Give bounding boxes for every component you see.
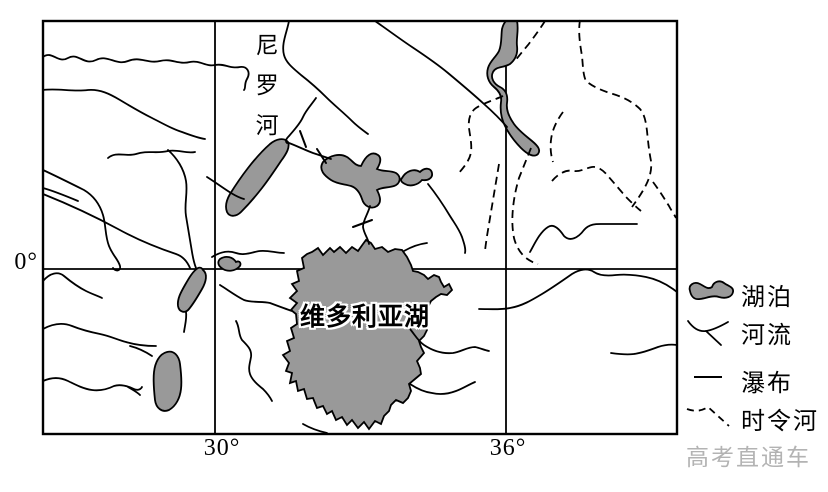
- lakes-layer: [152, 20, 541, 431]
- river: [42, 187, 79, 202]
- equator-label: 0°: [14, 249, 38, 275]
- nile-river-label: 尼罗河: [252, 33, 278, 153]
- seasonal-river: [484, 163, 500, 254]
- legend-label-seasonal-river: 时令河: [741, 409, 819, 435]
- watermark: 高考直通车: [686, 445, 811, 470]
- waterfall-mark: [352, 219, 373, 228]
- lake-george-shape: [217, 255, 242, 272]
- river: [409, 381, 476, 395]
- rivers-layer: [42, 20, 678, 434]
- river: [409, 328, 490, 355]
- seasonal-river: [652, 181, 677, 219]
- river: [42, 377, 143, 392]
- river: [127, 386, 141, 396]
- lake-albert-shape: [225, 138, 290, 217]
- river: [206, 176, 245, 200]
- lake-legend-icon: [688, 280, 734, 301]
- seasonal-river: [578, 19, 653, 208]
- river: [42, 88, 206, 140]
- river-legend-icon: [687, 320, 729, 346]
- river: [403, 242, 428, 252]
- river-nile-to-albert: [285, 97, 317, 144]
- river: [167, 149, 197, 269]
- legend-label-waterfall: 瀑布: [741, 371, 793, 397]
- waterfall-mark: [299, 130, 307, 148]
- meridian-30-label: 30°: [203, 435, 241, 461]
- lake-tanganyika-shape: [152, 350, 183, 412]
- lake-victoria-shape: [281, 238, 454, 431]
- waterfall-mark: [316, 148, 327, 164]
- river: [42, 54, 250, 91]
- river: [219, 284, 293, 312]
- seasonal-rivers-layer: [457, 19, 677, 265]
- river: [374, 20, 508, 128]
- map-frame: [41, 19, 679, 436]
- river: [42, 193, 191, 269]
- river-nile-upper: [282, 20, 369, 135]
- waterfalls-layer: [299, 130, 373, 228]
- river: [302, 423, 328, 434]
- river: [288, 142, 332, 160]
- lake-east-of-kyoga-shape: [400, 167, 434, 187]
- seasonal-river: [514, 20, 546, 62]
- legend-symbols: [686, 280, 734, 427]
- lake-turkana-shape: [486, 20, 541, 157]
- river: [42, 169, 122, 272]
- seasonal-river: [551, 165, 642, 212]
- seasonal-river: [457, 95, 504, 175]
- legend-label-river: 河流: [741, 323, 793, 349]
- lake-victoria-label: 维多利亚湖: [300, 304, 431, 331]
- river: [478, 268, 678, 311]
- river: [183, 311, 188, 333]
- seasonal-river-legend-icon: [686, 405, 730, 427]
- river: [107, 149, 196, 159]
- legend-label-lake: 湖泊: [741, 285, 793, 311]
- meridian-36-label: 36°: [489, 435, 527, 461]
- river: [529, 223, 638, 253]
- seasonal-river: [511, 147, 539, 265]
- seasonal-river: [549, 111, 564, 163]
- river: [129, 345, 153, 357]
- river-kyoga-to-victoria: [362, 205, 371, 245]
- river: [235, 320, 273, 402]
- lake-edward-shape: [176, 266, 207, 313]
- lake-kyoga-shape: [320, 152, 401, 209]
- river: [42, 272, 103, 299]
- river: [427, 183, 467, 254]
- river: [42, 322, 157, 347]
- river: [211, 249, 285, 258]
- river: [610, 343, 678, 356]
